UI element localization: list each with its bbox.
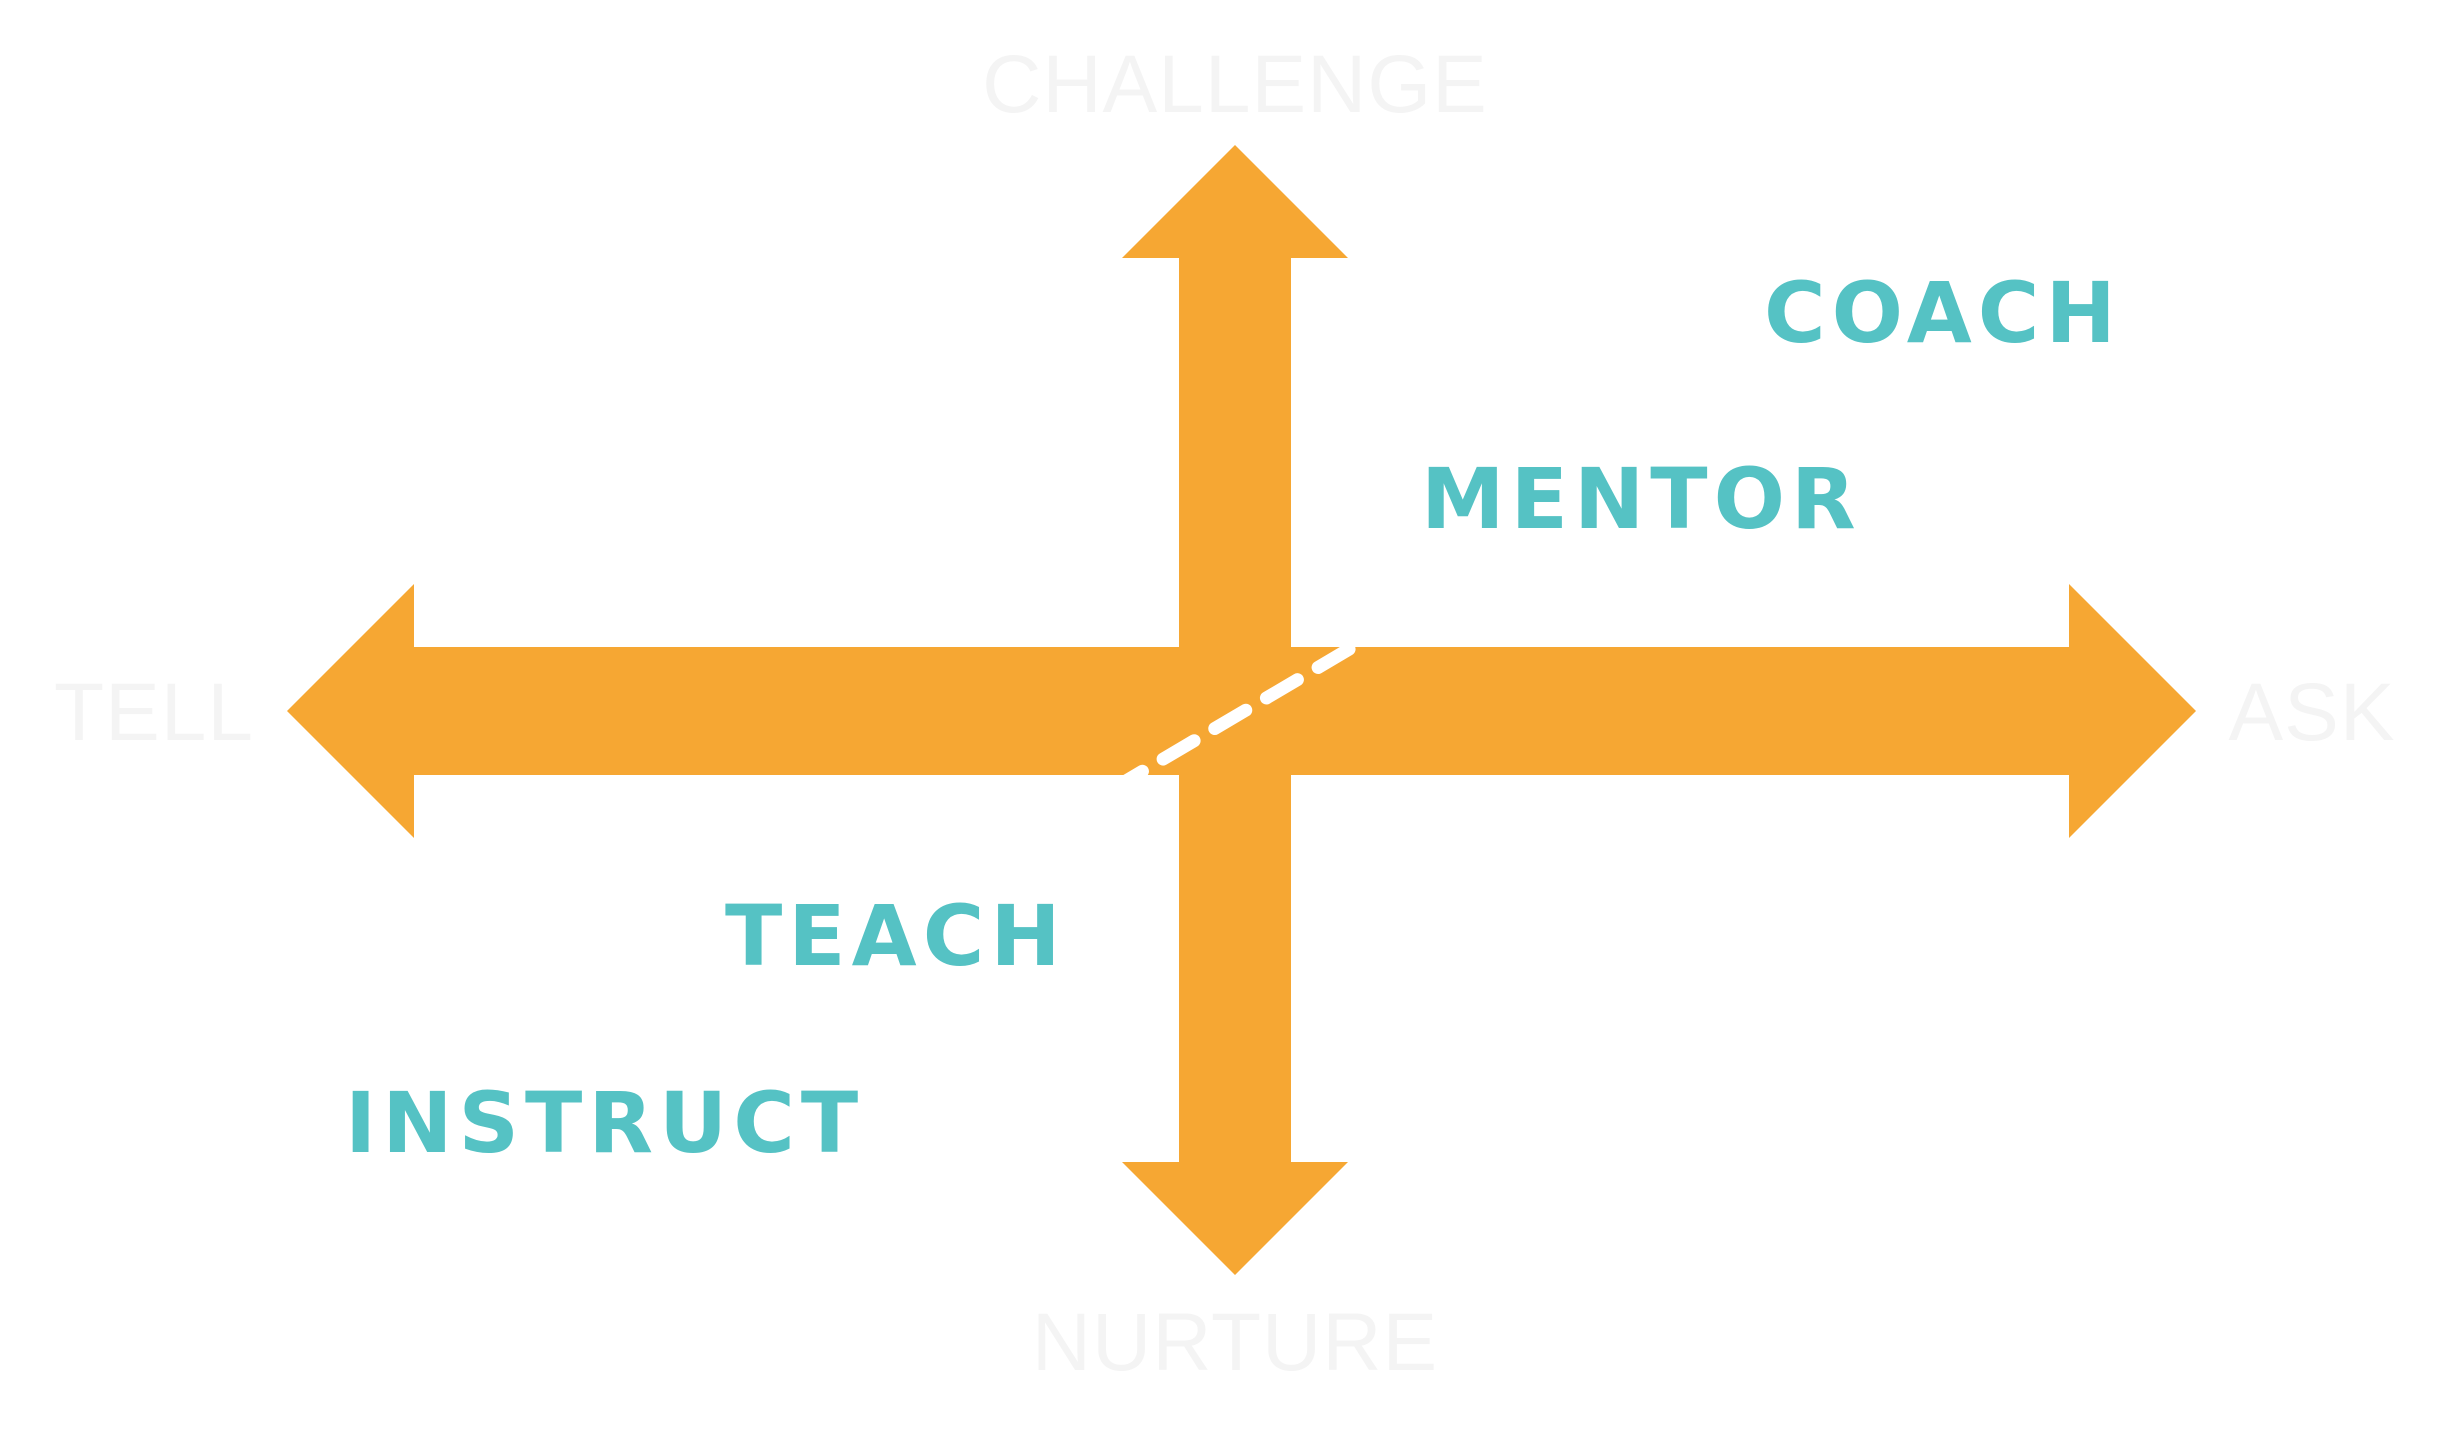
axis-label-right: ASK [2228,667,2395,758]
trend-line [278,170,2155,1285]
axis-label-bottom: NURTURE [1032,1297,1438,1388]
axis-label-top: CHALLENGE [982,39,1488,130]
dashed-diagonal-arrow-icon [278,137,2177,1285]
role-label-teach: TEACH [725,887,1067,985]
role-label-instruct: INSTRUCT [345,1074,864,1172]
axis-label-left: TELL [54,667,254,758]
role-label-coach: COACH [1764,264,2122,362]
role-label-mentor: MENTOR [1421,450,1862,548]
trend-arrowhead [2124,137,2177,198]
